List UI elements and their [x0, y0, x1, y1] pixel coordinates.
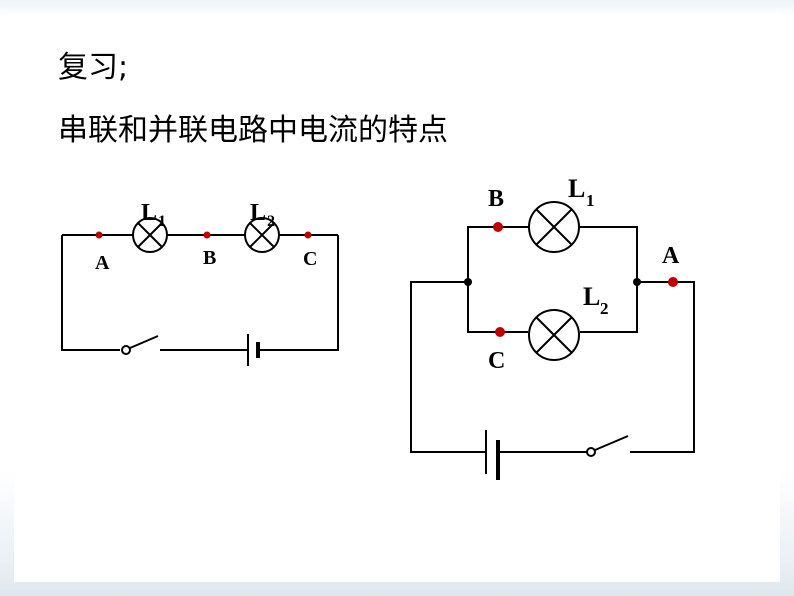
parallel-circuit	[410, 201, 695, 480]
series-lamp-l2-subscript: 2	[267, 213, 275, 230]
parallel-point-c	[495, 327, 505, 337]
series-point-c-label: C	[303, 248, 317, 270]
series-switch	[121, 335, 159, 355]
series-point-b	[203, 231, 211, 239]
series-point-b-label: B	[203, 247, 216, 269]
series-wire-frame	[61, 235, 339, 351]
parallel-point-a-label: A	[662, 243, 680, 269]
parallel-junction-right	[633, 278, 641, 286]
series-circuit	[61, 217, 339, 366]
parallel-lamp-l1-subscript: 1	[586, 191, 595, 210]
parallel-lamp-l1	[528, 201, 580, 253]
series-point-c	[304, 231, 312, 239]
series-lamp-l1-label: L	[141, 200, 157, 226]
review-heading: 复习;	[58, 50, 129, 85]
series-lamp-l2	[244, 217, 280, 253]
slide-subtitle: 串联和并联电路中电流的特点	[58, 113, 448, 148]
parallel-lamp-l2-subscript: 2	[600, 299, 609, 318]
series-lamp-l2-label: L	[250, 200, 266, 226]
series-lamp-l1-subscript: 1	[158, 213, 166, 230]
parallel-lamp-l1-label: L	[568, 174, 585, 203]
parallel-junction-left	[464, 278, 472, 286]
parallel-branch-top	[467, 226, 638, 282]
parallel-lamp-l2-label: L	[583, 282, 600, 311]
parallel-battery	[485, 430, 500, 480]
parallel-wire-right	[630, 281, 695, 453]
series-lamp-l1	[132, 217, 168, 253]
series-battery	[247, 334, 260, 366]
parallel-point-c-label: C	[488, 348, 505, 374]
slide-background	[14, 14, 780, 582]
parallel-point-b-label: B	[488, 186, 504, 212]
series-point-a	[95, 231, 103, 239]
parallel-point-b	[493, 222, 503, 232]
parallel-point-a	[668, 277, 678, 287]
parallel-wire-left	[410, 281, 486, 453]
series-point-a-label: A	[95, 252, 110, 274]
parallel-lamp-l2	[528, 309, 580, 361]
parallel-switch	[586, 435, 629, 457]
parallel-branch-bottom	[467, 282, 638, 333]
